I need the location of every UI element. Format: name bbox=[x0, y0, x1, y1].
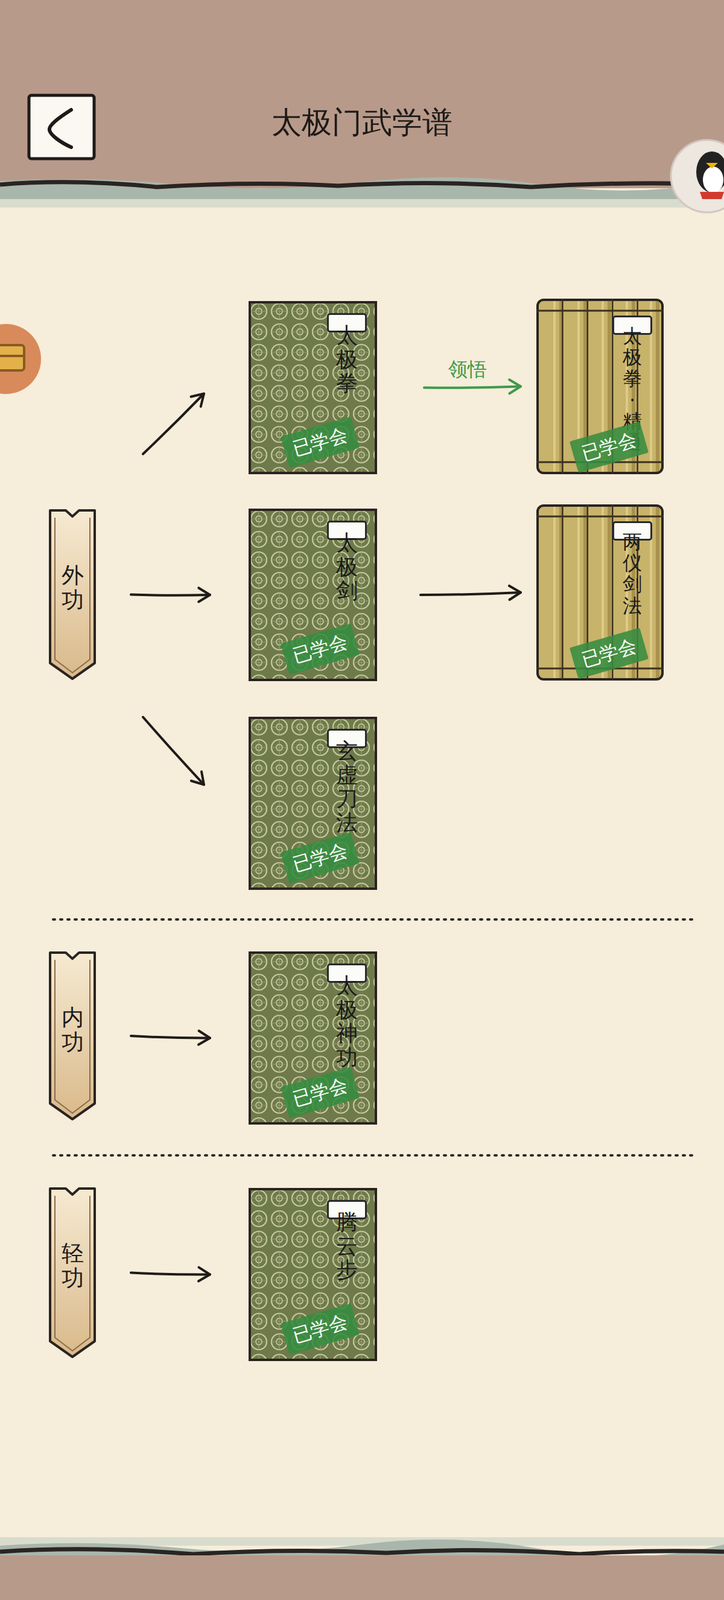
category-text: 轻功 bbox=[61, 1241, 84, 1291]
title-strip: 太极神功 bbox=[327, 963, 367, 983]
connector-arrow bbox=[130, 587, 210, 602]
connector-arrow bbox=[142, 717, 204, 785]
bottom-bar bbox=[0, 1555, 724, 1600]
category-text: 内功 bbox=[61, 1005, 84, 1055]
manual-book: 玄虚刀法已学会 bbox=[248, 716, 378, 890]
title-strip: 两仪剑法 bbox=[612, 521, 653, 541]
manual-book: 腾云步已学会 bbox=[248, 1187, 378, 1362]
connector-arrow bbox=[420, 585, 521, 600]
title-strip: 太极剑 bbox=[327, 520, 367, 540]
connector-arrow bbox=[130, 1267, 210, 1282]
manual-book: 太极剑已学会 bbox=[248, 508, 378, 682]
torn-line bbox=[0, 1549, 724, 1555]
book-title: 玄虚刀法 bbox=[336, 739, 358, 747]
manual-book: 太极拳已学会 bbox=[248, 301, 378, 475]
book-title: 腾云步 bbox=[336, 1210, 358, 1218]
book-title: 太极神功 bbox=[336, 973, 358, 982]
category-tag: 内功 bbox=[47, 950, 98, 1122]
scroll-book: 太极拳·精通已学会 bbox=[535, 293, 665, 480]
dotted-separator bbox=[53, 918, 694, 921]
share-icon bbox=[670, 139, 724, 213]
category-tag: 轻功 bbox=[47, 1186, 98, 1360]
category-label: 外功 bbox=[47, 563, 98, 613]
title-strip: 腾云步 bbox=[327, 1200, 367, 1220]
edge-label: 领悟 bbox=[446, 356, 489, 384]
book-title: 太极剑 bbox=[336, 530, 358, 539]
top-bar bbox=[0, 0, 724, 189]
torn-edge bbox=[0, 177, 724, 200]
manual-book: 太极神功已学会 bbox=[248, 951, 378, 1125]
connector-arrow bbox=[142, 393, 204, 455]
category-text: 外功 bbox=[61, 563, 84, 613]
chest-icon bbox=[0, 323, 42, 394]
torn-line bbox=[0, 182, 724, 188]
book-title: 太极拳 bbox=[336, 323, 358, 331]
title-strip: 太极拳 bbox=[327, 313, 367, 333]
category-label: 轻功 bbox=[47, 1241, 98, 1291]
scroll-book: 两仪剑法已学会 bbox=[535, 499, 665, 686]
book-title: 太极拳·精通 bbox=[622, 325, 642, 334]
connector-arrow bbox=[130, 1031, 210, 1045]
category-label: 内功 bbox=[47, 1005, 98, 1055]
category-tag: 外功 bbox=[47, 508, 98, 682]
book-title: 两仪剑法 bbox=[622, 531, 642, 539]
page-title: 太极门武学谱 bbox=[0, 102, 724, 143]
title-strip: 太极拳·精通 bbox=[612, 315, 653, 335]
paper-edge bbox=[0, 199, 724, 208]
torn-edge bbox=[0, 1539, 724, 1558]
title-strip: 玄虚刀法 bbox=[327, 728, 367, 749]
dotted-separator bbox=[53, 1154, 694, 1157]
back-button bbox=[28, 95, 95, 159]
